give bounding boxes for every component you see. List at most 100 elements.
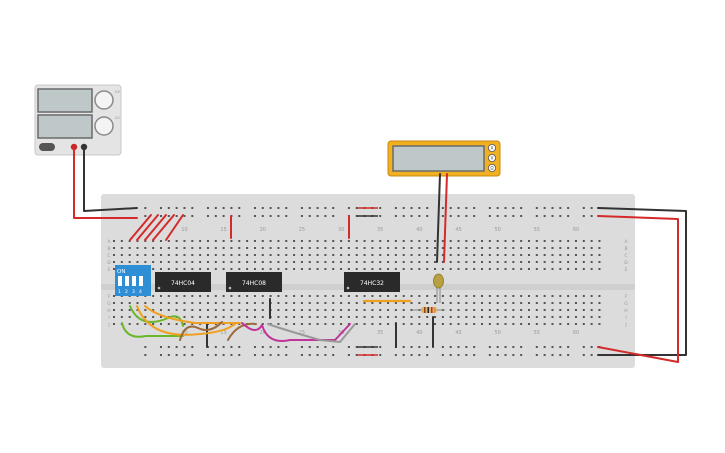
terminal-hole[interactable] xyxy=(574,247,577,249)
dip-switch-lever-2[interactable] xyxy=(125,276,129,286)
rail-hole[interactable] xyxy=(355,207,358,209)
rail-hole[interactable] xyxy=(504,354,507,356)
rail-hole[interactable] xyxy=(206,207,209,209)
terminal-hole[interactable] xyxy=(167,261,170,263)
terminal-hole[interactable] xyxy=(246,268,249,270)
terminal-hole[interactable] xyxy=(308,268,311,270)
terminal-hole[interactable] xyxy=(293,261,296,263)
terminal-hole[interactable] xyxy=(512,309,515,311)
terminal-hole[interactable] xyxy=(128,302,131,304)
terminal-hole[interactable] xyxy=(410,295,413,297)
terminal-hole[interactable] xyxy=(559,309,562,311)
terminal-hole[interactable] xyxy=(410,247,413,249)
rail-hole[interactable] xyxy=(300,215,303,217)
terminal-hole[interactable] xyxy=(473,240,476,242)
rail-hole[interactable] xyxy=(324,354,327,356)
terminal-hole[interactable] xyxy=(332,309,335,311)
rail-hole[interactable] xyxy=(410,215,413,217)
rail-hole[interactable] xyxy=(535,354,538,356)
terminal-hole[interactable] xyxy=(136,302,139,304)
terminal-hole[interactable] xyxy=(277,309,280,311)
terminal-hole[interactable] xyxy=(340,295,343,297)
terminal-hole[interactable] xyxy=(206,309,209,311)
multimeter-mode-ohm[interactable]: Ω xyxy=(487,163,496,172)
terminal-hole[interactable] xyxy=(567,295,570,297)
terminal-hole[interactable] xyxy=(316,240,319,242)
terminal-hole[interactable] xyxy=(473,309,476,311)
terminal-hole[interactable] xyxy=(574,268,577,270)
terminal-hole[interactable] xyxy=(253,295,256,297)
terminal-hole[interactable] xyxy=(128,247,131,249)
rail-hole[interactable] xyxy=(277,354,280,356)
terminal-hole[interactable] xyxy=(238,254,241,256)
terminal-hole[interactable] xyxy=(535,295,538,297)
terminal-hole[interactable] xyxy=(222,268,225,270)
rail-hole[interactable] xyxy=(308,354,311,356)
terminal-hole[interactable] xyxy=(269,295,272,297)
terminal-hole[interactable] xyxy=(316,302,319,304)
rail-hole[interactable] xyxy=(355,346,358,348)
rail-hole[interactable] xyxy=(324,346,327,348)
rail-hole[interactable] xyxy=(238,215,241,217)
terminal-hole[interactable] xyxy=(347,302,350,304)
terminal-hole[interactable] xyxy=(481,247,484,249)
terminal-hole[interactable] xyxy=(402,316,405,318)
terminal-hole[interactable] xyxy=(543,240,546,242)
rail-hole[interactable] xyxy=(300,207,303,209)
rail-hole[interactable] xyxy=(214,346,217,348)
rail-hole[interactable] xyxy=(520,354,523,356)
terminal-hole[interactable] xyxy=(308,295,311,297)
terminal-hole[interactable] xyxy=(481,268,484,270)
rail-hole[interactable] xyxy=(457,354,460,356)
terminal-hole[interactable] xyxy=(308,302,311,304)
terminal-hole[interactable] xyxy=(128,254,131,256)
terminal-hole[interactable] xyxy=(535,261,538,263)
terminal-hole[interactable] xyxy=(543,268,546,270)
rail-hole[interactable] xyxy=(183,346,186,348)
rail-hole[interactable] xyxy=(175,207,178,209)
wire-meter-probe-red[interactable] xyxy=(443,173,448,263)
terminal-hole[interactable] xyxy=(481,302,484,304)
rail-hole[interactable] xyxy=(159,346,162,348)
terminal-hole[interactable] xyxy=(363,302,366,304)
rail-hole[interactable] xyxy=(465,215,468,217)
wire-red-diagonal-2[interactable] xyxy=(136,214,159,241)
terminal-hole[interactable] xyxy=(332,295,335,297)
terminal-hole[interactable] xyxy=(418,295,421,297)
terminal-hole[interactable] xyxy=(379,323,382,325)
multimeter-mode-v[interactable]: V xyxy=(487,153,496,162)
wire-orange-1[interactable] xyxy=(136,305,236,336)
terminal-hole[interactable] xyxy=(277,247,280,249)
rail-hole[interactable] xyxy=(520,346,523,348)
terminal-hole[interactable] xyxy=(120,316,123,318)
terminal-hole[interactable] xyxy=(543,295,546,297)
terminal-hole[interactable] xyxy=(340,302,343,304)
terminal-hole[interactable] xyxy=(332,316,335,318)
terminal-hole[interactable] xyxy=(159,295,162,297)
terminal-hole[interactable] xyxy=(457,309,460,311)
terminal-hole[interactable] xyxy=(347,240,350,242)
terminal-hole[interactable] xyxy=(113,323,115,325)
terminal-hole[interactable] xyxy=(598,261,601,263)
terminal-hole[interactable] xyxy=(449,268,452,270)
terminal-hole[interactable] xyxy=(293,254,296,256)
terminal-hole[interactable] xyxy=(300,316,303,318)
terminal-hole[interactable] xyxy=(535,316,538,318)
wire-red-diagonal-1[interactable] xyxy=(129,214,152,241)
terminal-hole[interactable] xyxy=(504,268,507,270)
terminal-hole[interactable] xyxy=(355,316,358,318)
rail-hole[interactable] xyxy=(285,207,288,209)
terminal-hole[interactable] xyxy=(347,247,350,249)
terminal-hole[interactable] xyxy=(512,295,515,297)
terminal-hole[interactable] xyxy=(371,268,374,270)
rail-hole[interactable] xyxy=(488,354,491,356)
terminal-hole[interactable] xyxy=(230,316,233,318)
terminal-hole[interactable] xyxy=(363,240,366,242)
rail-hole[interactable] xyxy=(316,207,319,209)
rail-hole[interactable] xyxy=(410,207,413,209)
terminal-hole[interactable] xyxy=(214,254,217,256)
terminal-hole[interactable] xyxy=(543,254,546,256)
terminal-hole[interactable] xyxy=(355,261,358,263)
rail-hole[interactable] xyxy=(473,207,476,209)
terminal-hole[interactable] xyxy=(551,254,554,256)
